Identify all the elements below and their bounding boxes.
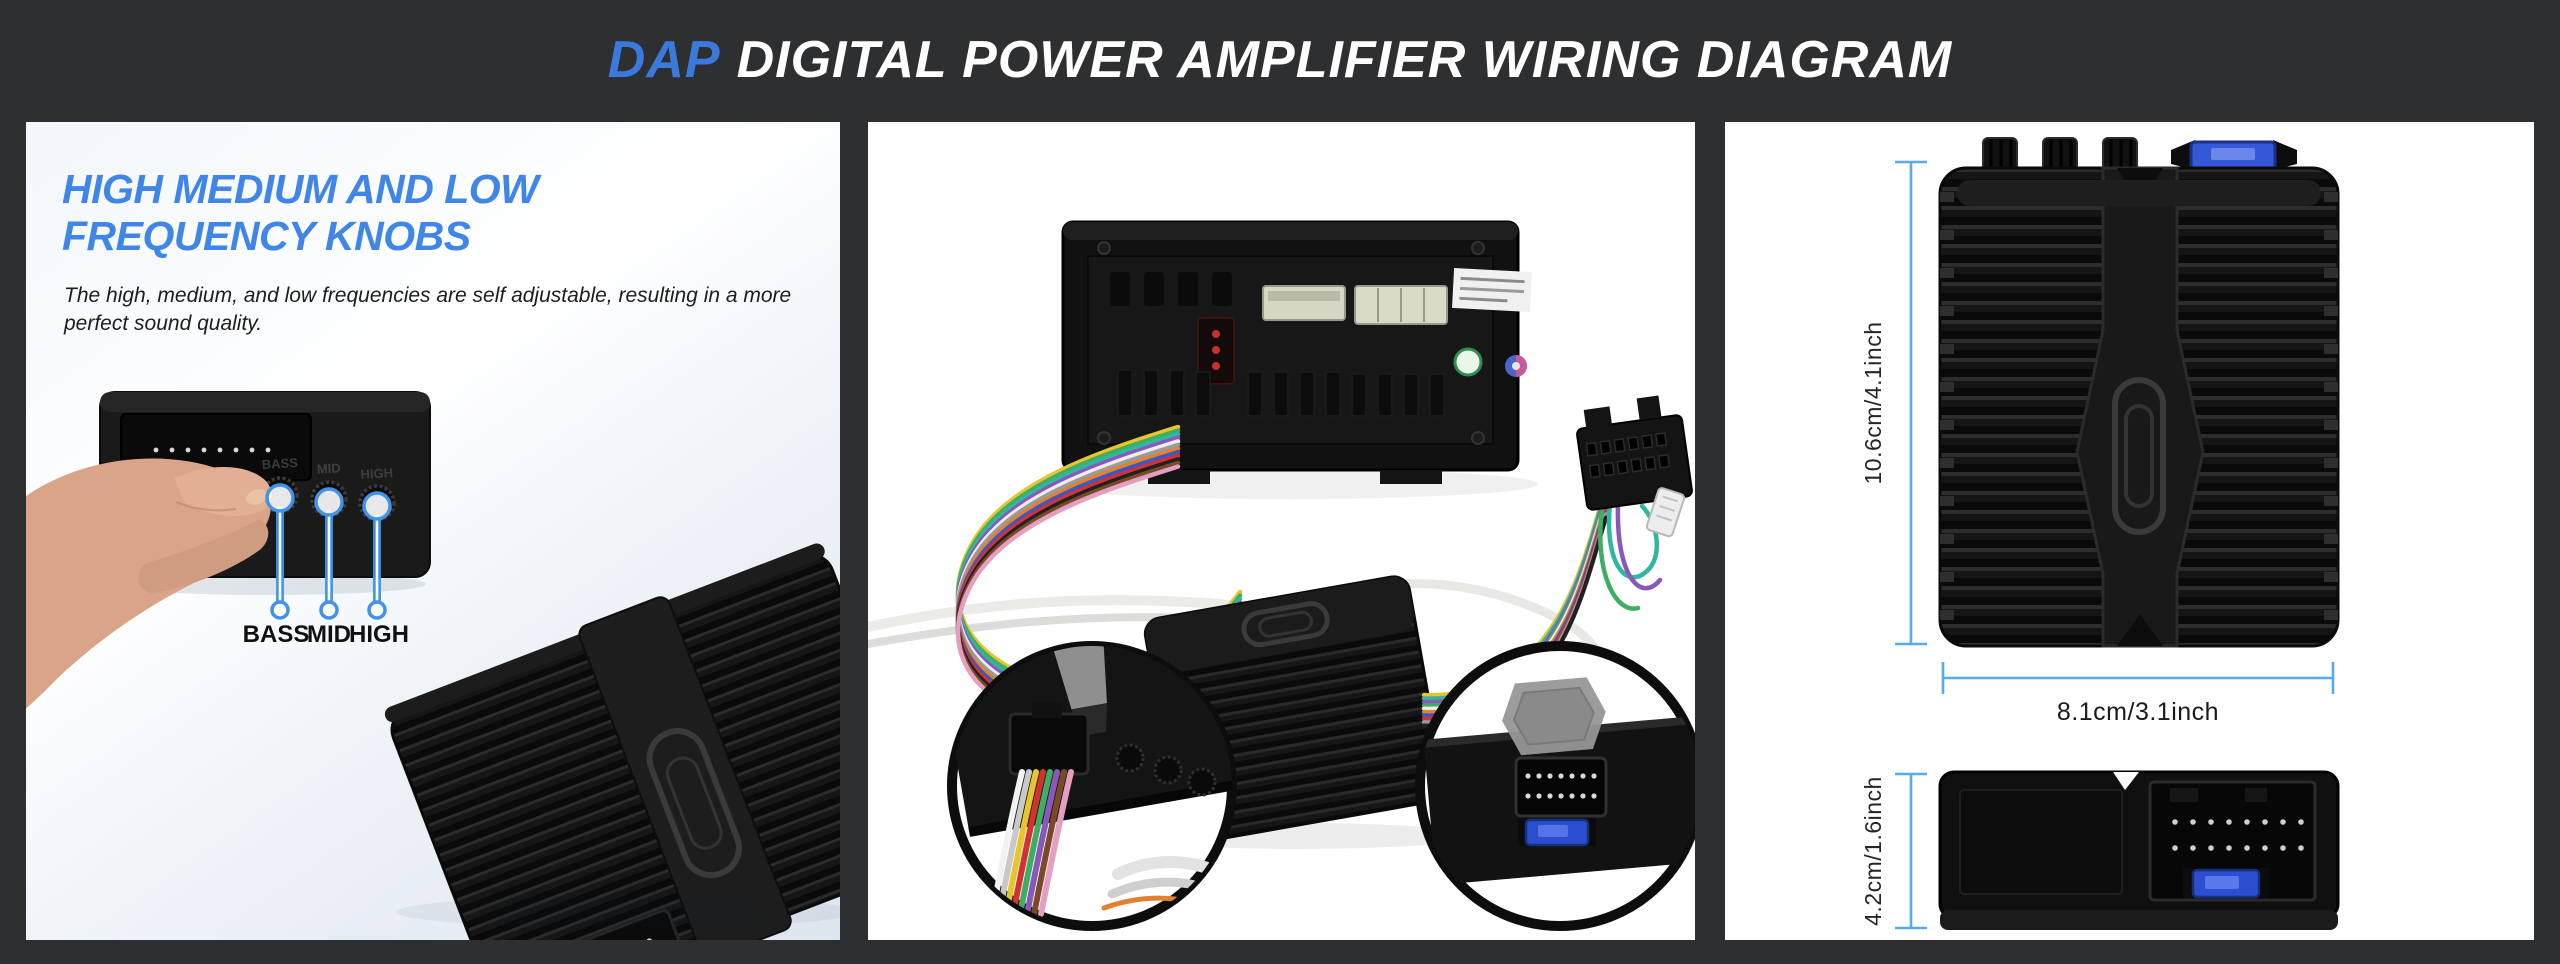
device-connector-pins xyxy=(153,447,271,453)
panel-wiring-diagram xyxy=(868,122,1695,940)
head-unit-sticker xyxy=(1452,267,1532,313)
amplifier-side-view xyxy=(1938,770,2340,930)
green-certification-logo xyxy=(1453,347,1483,377)
top-view-knobs xyxy=(1982,137,2138,173)
top-view-top-bevel xyxy=(1957,180,2321,206)
inset-fuse xyxy=(1518,818,1596,847)
side-view-connector xyxy=(2148,780,2317,902)
amplifier-harness-port xyxy=(543,909,696,940)
knob-callouts xyxy=(265,483,392,620)
top-view-fin-tabs xyxy=(1940,192,2338,620)
panel-dimensions: 10.6cm/4.1inch 8.1cm/3.1inch xyxy=(1725,122,2534,940)
amplifier-body-large xyxy=(384,543,840,940)
top-view-fuse xyxy=(2171,140,2297,172)
device-print-high: HIGH xyxy=(360,465,393,482)
head-unit-foot-right xyxy=(1380,470,1442,484)
height-dimension-line xyxy=(1895,160,1927,646)
wiring-photo-illustration xyxy=(868,220,1695,931)
description-line-2: perfect sound quality. xyxy=(64,312,263,335)
head-unit-top-vents xyxy=(1110,272,1232,306)
heading-line-2: FREQUENCY KNOBS xyxy=(62,213,471,259)
title-main-text: DIGITAL POWER AMPLIFIER WIRING DIAGRAM xyxy=(736,31,1953,89)
width-dimension-label: 8.1cm/3.1inch xyxy=(2057,698,2219,726)
head-unit-bottom-vents xyxy=(1117,369,1445,417)
depth-dimension-label: 4.2cm/1.6inch xyxy=(1860,776,1886,926)
white-plug-connector xyxy=(1645,487,1686,538)
side-view-fuse xyxy=(2183,868,2269,899)
panel-frequency-knobs: HIGH MEDIUM AND LOW FREQUENCY KNOBS The … xyxy=(26,122,840,940)
device-print-bass: BASS xyxy=(261,455,298,472)
dimensions-illustration: 10.6cm/4.1inch 8.1cm/3.1inch xyxy=(1860,137,2340,930)
knob-label-high: HIGH xyxy=(349,621,409,648)
heading-line-1: HIGH MEDIUM AND LOW xyxy=(62,166,539,212)
height-dimension-label: 10.6cm/4.1inch xyxy=(1860,322,1886,485)
knob-label-mid: MID xyxy=(307,621,351,648)
amplifier-shadow xyxy=(396,896,840,928)
amplifier-top-view xyxy=(1938,137,2340,648)
head-unit xyxy=(1061,220,1532,484)
quadlock-connector xyxy=(1576,395,1693,511)
power-connector-red xyxy=(1197,317,1235,385)
head-unit-connector-a xyxy=(1262,285,1346,321)
hand-illustration xyxy=(26,458,272,709)
width-dimension-line xyxy=(1941,662,2335,694)
depth-dimension-line xyxy=(1895,772,1927,930)
inset-knobs xyxy=(1115,743,1217,797)
color-logo xyxy=(1505,355,1527,377)
title-brand-accent: DAP xyxy=(607,31,721,89)
detail-inset-port xyxy=(1415,641,1695,931)
page-title: DAP DIGITAL POWER AMPLIFIER WIRING DIAGRA… xyxy=(0,30,2560,90)
detail-inset-connector xyxy=(947,641,1237,931)
top-view-center-band xyxy=(2075,166,2205,648)
head-unit-connector-b xyxy=(1354,285,1448,325)
knob-label-bass: BASS xyxy=(243,621,310,648)
knobs-photo-illustration: BASS MID HIGH xyxy=(26,391,840,940)
description-line-1: The high, medium, and low frequencies ar… xyxy=(64,284,792,307)
side-view-base-lip xyxy=(1940,910,2338,930)
left-panel-description: The high, medium, and low frequencies ar… xyxy=(64,282,791,338)
left-panel-heading: HIGH MEDIUM AND LOW FREQUENCY KNOBS xyxy=(62,166,539,260)
head-unit-screws xyxy=(1097,241,1485,445)
device-print-mid: MID xyxy=(316,460,341,476)
